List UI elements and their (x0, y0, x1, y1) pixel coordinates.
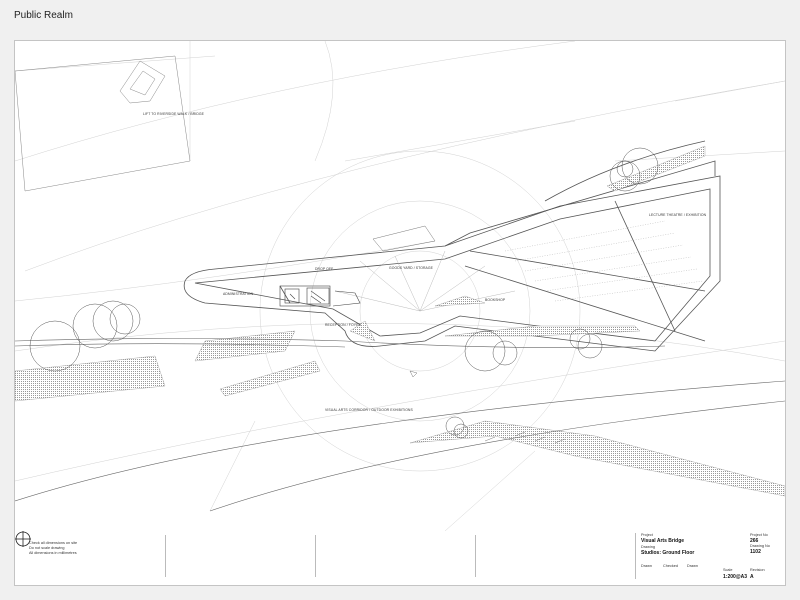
page-title: Public Realm (14, 10, 73, 21)
label-lift: LIFT TO RIVERSIDE WALK / BRIDGE (143, 112, 205, 116)
north-arrow-icon (15, 531, 31, 547)
note-line: Check all dimensions on site (29, 541, 78, 545)
note-line: Do not scale drawing (29, 546, 65, 550)
scale-value: 1:200@A3 (723, 574, 748, 580)
drawn-label-2: Drawn (687, 564, 698, 568)
scale-label: Scale (723, 568, 733, 572)
label-reception: RECEPTION / FOYER (325, 323, 361, 327)
label-administration: ADMINISTRATION (223, 292, 254, 296)
drawn-label: Drawn (641, 564, 652, 568)
label-bookshop: BOOKSHOP (485, 298, 506, 302)
checked-label: Checked (663, 564, 678, 568)
revision-label: Revision (750, 568, 765, 572)
label-visual-arts-corridor: VISUAL ARTS CORRIDOR / OUTDOOR EXHIBITIO… (325, 408, 413, 412)
drawing-name: Studios: Ground Floor (641, 550, 695, 556)
label-goods-yard: GOODS YARD / STORAGE (389, 266, 434, 270)
drawing-label: Drawing (641, 545, 655, 549)
project-label: Project (641, 533, 653, 537)
title-block: Check all dimensions on site Do not scal… (15, 531, 785, 585)
drawing-no: 1102 (750, 549, 761, 555)
label-drop-off: DROP OFF (315, 267, 334, 271)
project-no-label: Project No (750, 533, 768, 537)
drawing-sheet: LIFT TO RIVERSIDE WALK / BRIDGE LECTURE … (14, 40, 786, 586)
revision: A (750, 574, 754, 580)
header: Public Realm (0, 0, 800, 34)
drawing-notes: Check all dimensions on site Do not scal… (29, 541, 77, 556)
project-name: Visual Arts Bridge (641, 538, 685, 544)
project-no: 266 (750, 538, 759, 544)
site-plan-drawing (15, 41, 785, 531)
drawing-no-label: Drawing No (750, 544, 770, 548)
label-lecture-theatre: LECTURE THEATRE / EXHIBITION (649, 213, 707, 217)
note-line: All dimensions in millimetres (29, 551, 77, 555)
